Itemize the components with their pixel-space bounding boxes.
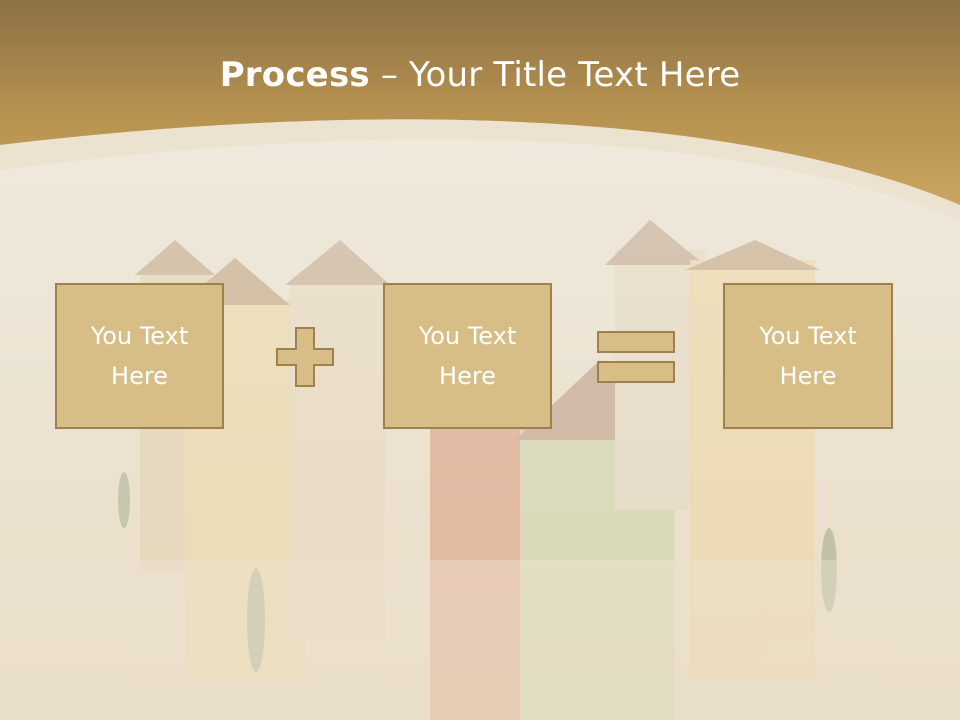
- title-subtext: – Your Title Text Here: [369, 55, 741, 95]
- process-box-2[interactable]: You Text Here: [383, 283, 552, 429]
- process-box-1[interactable]: You Text Here: [55, 283, 224, 429]
- title-emphasis: Process: [219, 55, 370, 95]
- process-box-3[interactable]: You Text Here: [723, 283, 893, 429]
- process-box-2-text: You Text Here: [418, 322, 517, 390]
- equals-icon: [597, 331, 675, 383]
- plus-icon: [276, 327, 334, 387]
- process-box-3-text: You Text Here: [759, 322, 857, 390]
- slide-title: Process – Your Title Text Here: [0, 52, 960, 98]
- process-box-1-text: You Text Here: [90, 322, 189, 390]
